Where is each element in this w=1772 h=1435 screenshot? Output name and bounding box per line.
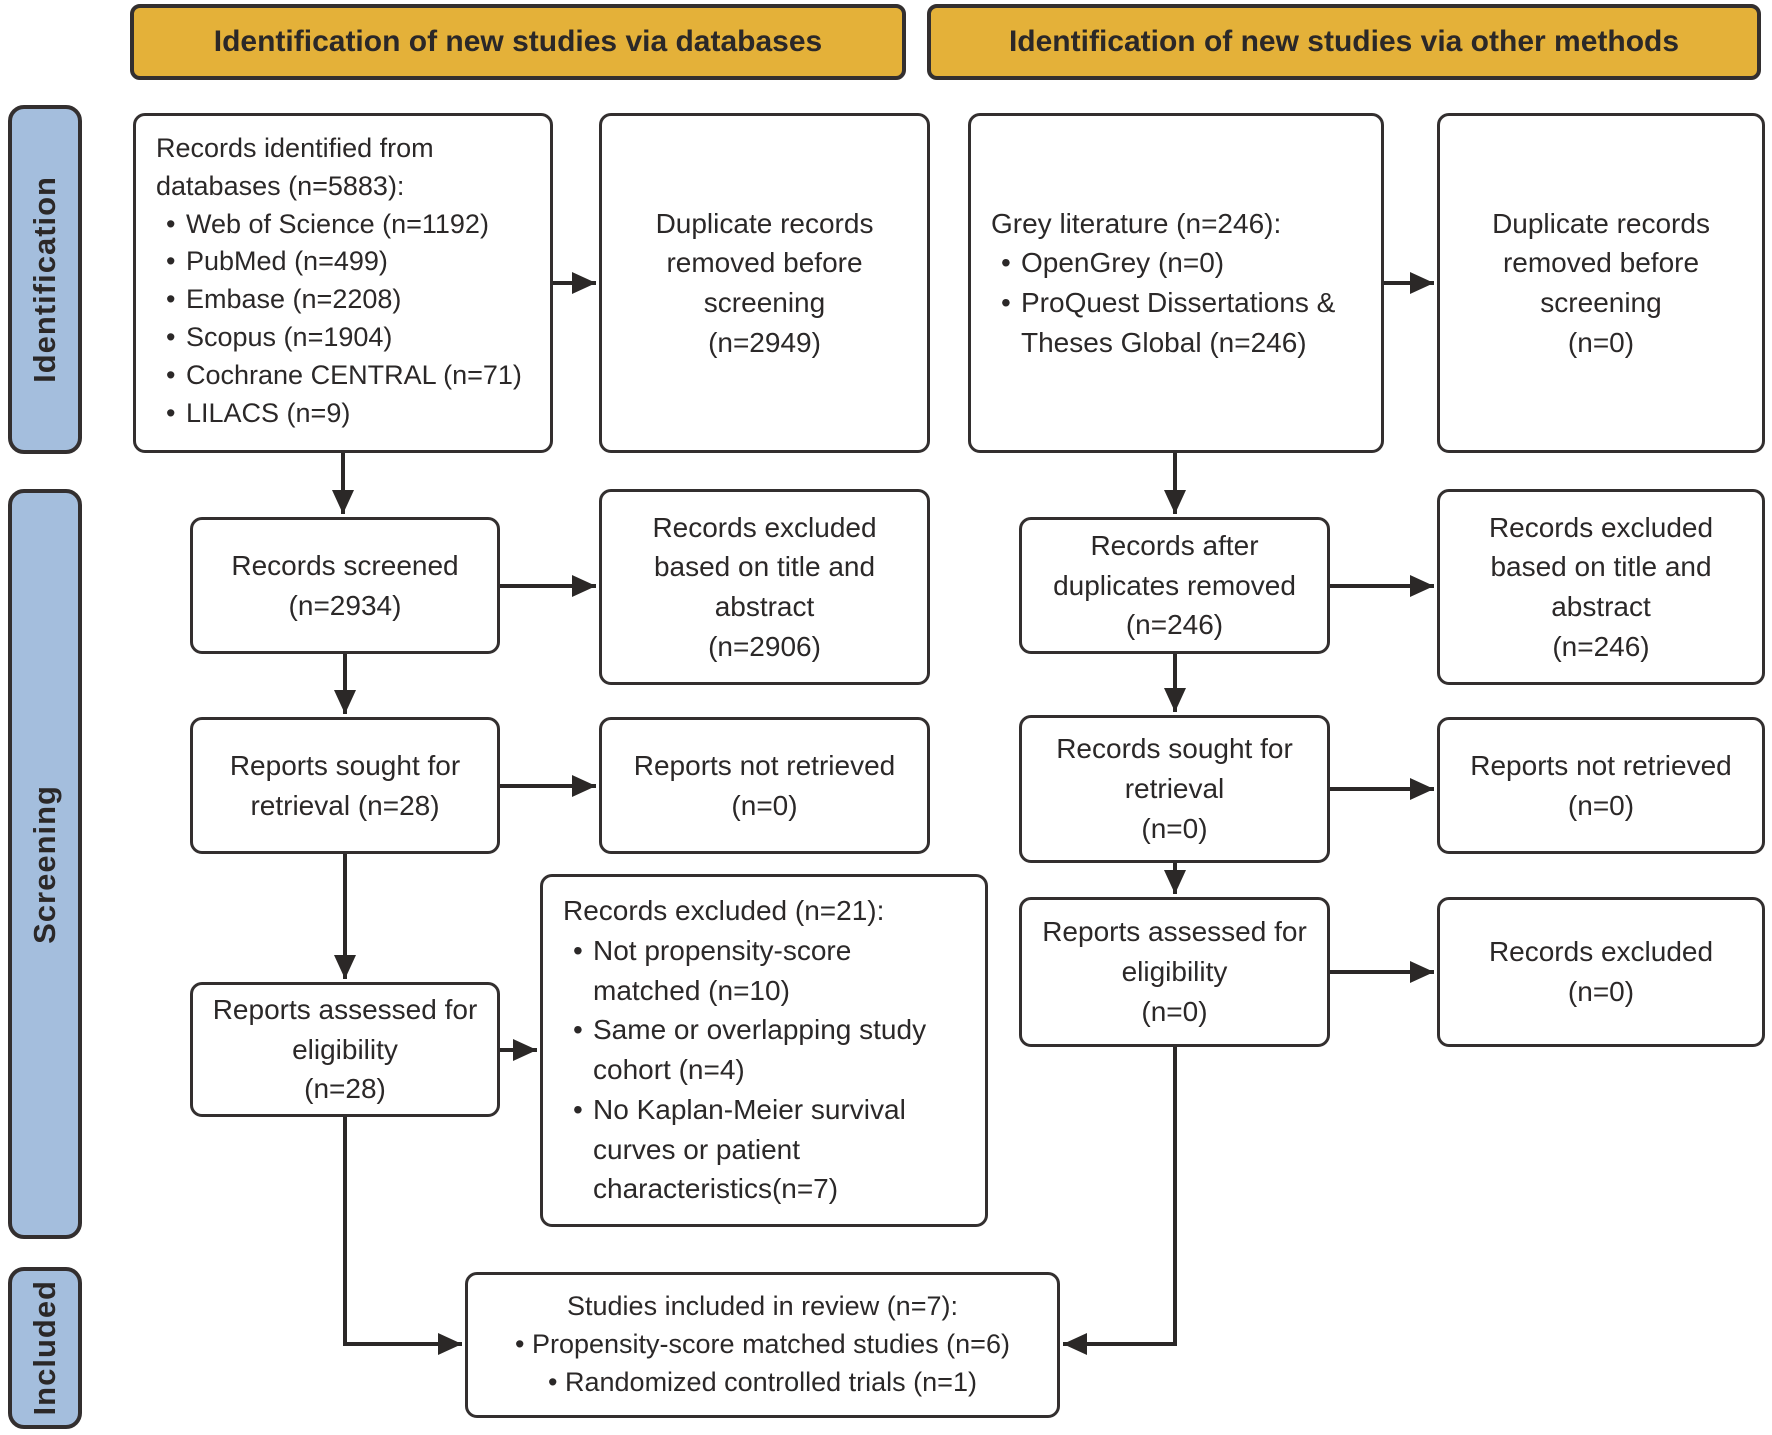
box-excluded-title-abstract-db: Records excluded based on title and abst… (599, 489, 930, 685)
box-duplicates-removed-other-text: Duplicate records removed before screeni… (1492, 207, 1710, 358)
list-item: OpenGrey (n=0) (991, 243, 1365, 283)
list-item: PubMed (n=499) (156, 243, 534, 281)
box-excluded-reasons-heading: Records excluded (n=21): (563, 895, 885, 926)
header-other-methods: Identification of new studies via other … (927, 4, 1761, 80)
list-item: No Kaplan-Meier survival curves or patie… (563, 1090, 945, 1209)
stage-included: Included (8, 1267, 82, 1429)
box-reports-not-retrieved-db: Reports not retrieved (n=0) (599, 717, 930, 854)
box-duplicates-removed-other: Duplicate records removed before screeni… (1437, 113, 1765, 453)
box-studies-included: Studies included in review (n=7): • Prop… (465, 1272, 1060, 1418)
box-reports-assessed-other: Reports assessed for eligibility (n=0) (1019, 897, 1330, 1047)
grey-literature-list: OpenGrey (n=0) ProQuest Dissertations & … (991, 243, 1365, 362)
stage-included-label: Included (27, 1280, 62, 1416)
box-reports-assessed-other-text: Reports assessed for eligibility (n=0) (1042, 916, 1307, 1027)
box-reports-not-retrieved-db-text: Reports not retrieved (n=0) (633, 749, 896, 821)
list-item: Embase (n=2208) (156, 281, 534, 319)
list-item: Web of Science (n=1192) (156, 206, 534, 244)
records-identified-list: Web of Science (n=1192) PubMed (n=499) E… (156, 206, 534, 433)
stage-identification: Identification (8, 105, 82, 454)
box-duplicates-removed-db-text: Duplicate records removed before screeni… (655, 207, 874, 358)
list-item: Scopus (n=1904) (156, 319, 534, 357)
box-excluded-title-abstract-db-text: Records excluded based on title and abst… (652, 511, 877, 662)
header-databases-label: Identification of new studies via databa… (213, 25, 823, 58)
box-grey-literature-heading: Grey literature (n=246): (991, 207, 1282, 239)
stage-screening-label: Screening (27, 784, 62, 944)
connector-assessed-to-included (343, 1117, 462, 1355)
header-databases: Identification of new studies via databa… (130, 4, 906, 80)
header-other-methods-label: Identification of new studies via other … (1008, 25, 1680, 58)
stage-screening: Screening (8, 489, 82, 1239)
box-records-screened-text: Records screened (n=2934) (231, 549, 459, 621)
box-records-after-duplicates-text: Records after duplicates removed (n=246) (1053, 529, 1296, 641)
box-reports-not-retrieved-other-text: Reports not retrieved (n=0) (1470, 749, 1732, 821)
list-item: Not propensity-score matched (n=10) (563, 931, 945, 1011)
box-excluded-title-abstract-other-text: Records excluded based on title and abst… (1488, 511, 1714, 662)
connector-assessed-other-to-included (1063, 1047, 1177, 1355)
box-studies-included-text: Studies included in review (n=7): • Prop… (515, 1291, 1010, 1397)
box-reports-assessed-db: Reports assessed for eligibility (n=28) (190, 982, 500, 1117)
box-records-identified: Records identified from databases (n=588… (133, 113, 553, 453)
box-grey-literature: Grey literature (n=246): OpenGrey (n=0) … (968, 113, 1384, 453)
box-reports-not-retrieved-other: Reports not retrieved (n=0) (1437, 717, 1765, 854)
box-reports-sought-db-text: Reports sought for retrieval (n=28) (229, 749, 461, 821)
box-records-after-duplicates: Records after duplicates removed (n=246) (1019, 517, 1330, 654)
box-duplicates-removed-db: Duplicate records removed before screeni… (599, 113, 930, 453)
stage-identification-label: Identification (27, 176, 62, 383)
box-reports-assessed-db-text: Reports assessed for eligibility (n=28) (212, 993, 478, 1105)
box-reports-sought-db: Reports sought for retrieval (n=28) (190, 717, 500, 854)
box-excluded-reasons: Records excluded (n=21): Not propensity-… (540, 874, 988, 1227)
list-item: Same or overlapping study cohort (n=4) (563, 1010, 945, 1090)
list-item: LILACS (n=9) (156, 395, 534, 433)
box-records-sought-other-text: Records sought for retrieval (n=0) (1056, 733, 1293, 844)
list-item: ProQuest Dissertations & Theses Global (… (991, 283, 1365, 363)
excluded-reasons-list: Not propensity-score matched (n=10) Same… (563, 931, 945, 1209)
box-records-identified-heading: Records identified from databases (n=588… (156, 133, 434, 201)
box-excluded-title-abstract-other: Records excluded based on title and abst… (1437, 489, 1765, 685)
box-records-sought-other: Records sought for retrieval (n=0) (1019, 715, 1330, 863)
box-records-excluded-other-text: Records excluded (n=0) (1488, 936, 1714, 1007)
list-item: Cochrane CENTRAL (n=71) (156, 357, 534, 395)
box-records-screened: Records screened (n=2934) (190, 517, 500, 654)
box-records-excluded-other: Records excluded (n=0) (1437, 897, 1765, 1047)
